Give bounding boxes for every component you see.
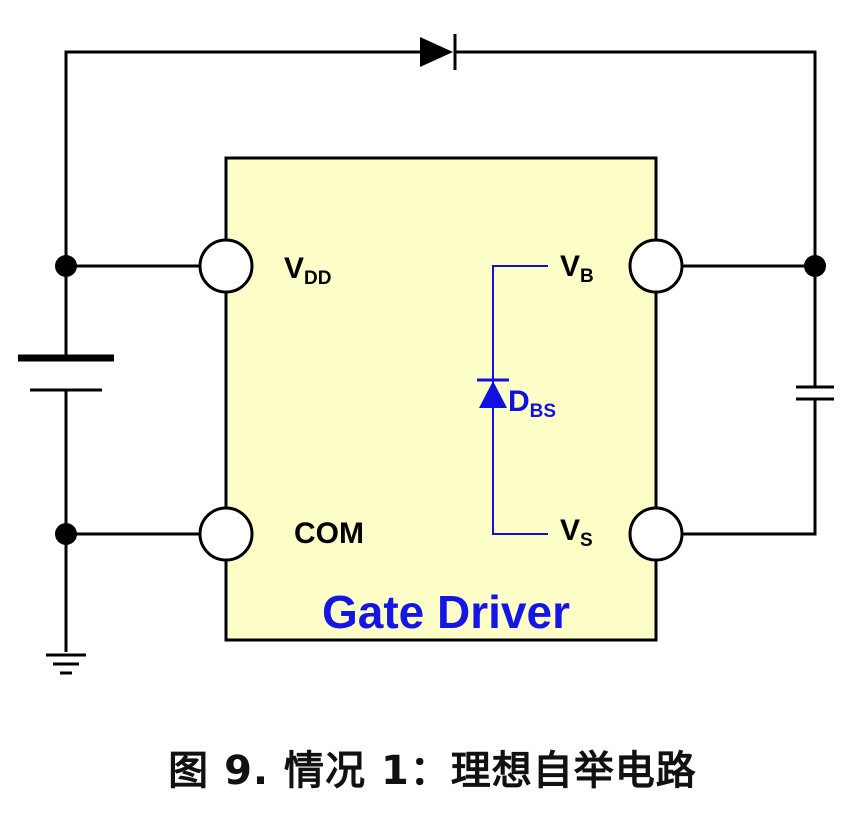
pin-com	[198, 506, 254, 562]
battery-symbol	[18, 354, 114, 392]
right-wire-lower	[682, 399, 817, 536]
ground-symbol	[46, 653, 86, 675]
pin-vb	[628, 238, 684, 294]
gate-driver-title: Gate Driver	[322, 586, 570, 638]
internal-diode-symbol	[477, 378, 509, 408]
pin-vdd	[198, 238, 254, 294]
com-label: COM	[294, 517, 364, 550]
vs-label: VS	[560, 514, 593, 551]
gate-driver-block	[224, 156, 658, 642]
bootstrap-circuit-diagram: VDD COM VB VS DBS Gate Driver	[18, 34, 834, 675]
pin-vs	[628, 506, 684, 562]
dbs-label: DBS	[508, 385, 556, 422]
top-wire-right	[455, 50, 817, 266]
top-wire	[64, 50, 420, 266]
vb-label: VB	[560, 250, 594, 287]
bootstrap-diode-symbol	[420, 34, 457, 70]
figure-caption: 图 9. 情况 1：理想自举电路	[168, 748, 697, 794]
vdd-label: VDD	[284, 252, 331, 289]
bootstrap-capacitor-symbol	[796, 385, 834, 401]
